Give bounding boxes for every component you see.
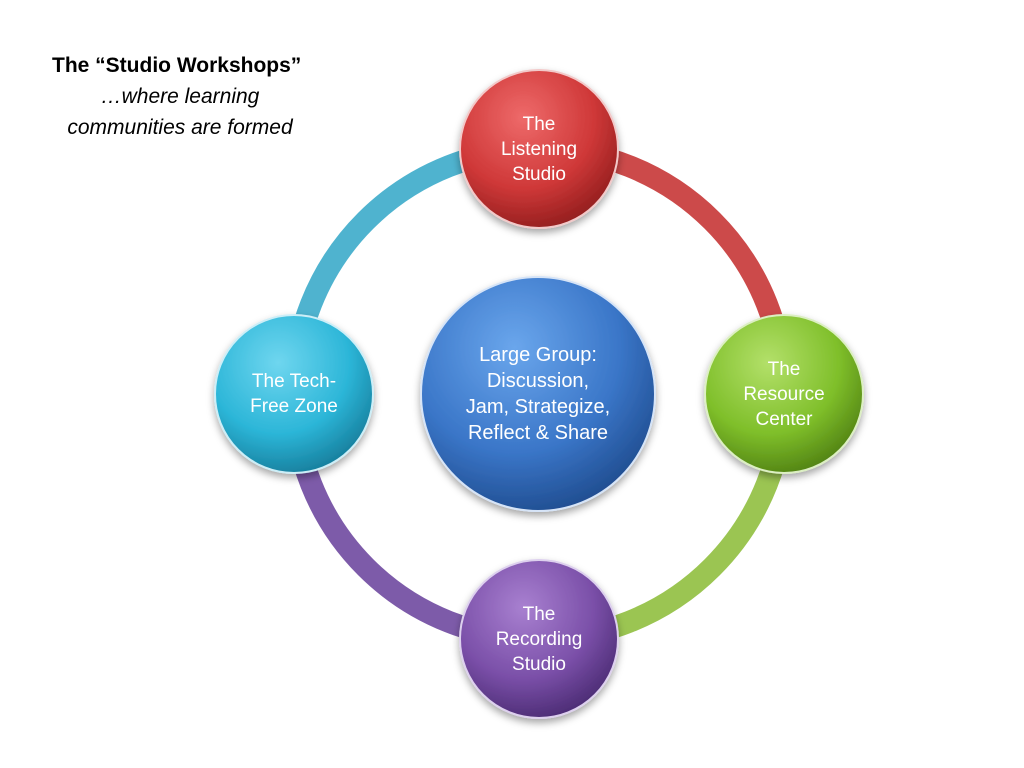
center-node-label: Large Group: Discussion, Jam, Strategize… [465,344,611,444]
node-resource-center-label: The Resource Center [743,358,825,430]
node-tech-free-zone [214,314,374,474]
title-heading: The “Studio Workshops” [52,54,302,77]
node-listening-studio-label: The Listening Studio [500,113,578,185]
center-node [420,276,656,512]
node-recording-studio-label: The Recording Studio [495,603,583,675]
slide-title: The “Studio Workshops” …where learning c… [52,50,332,143]
node-resource-center [704,314,864,474]
node-recording-studio [459,559,619,719]
title-subtitle: …where learning communities are formed [67,85,293,139]
node-tech-free-zone-label: The Tech- Free Zone [250,371,338,417]
node-listening-studio [459,69,619,229]
